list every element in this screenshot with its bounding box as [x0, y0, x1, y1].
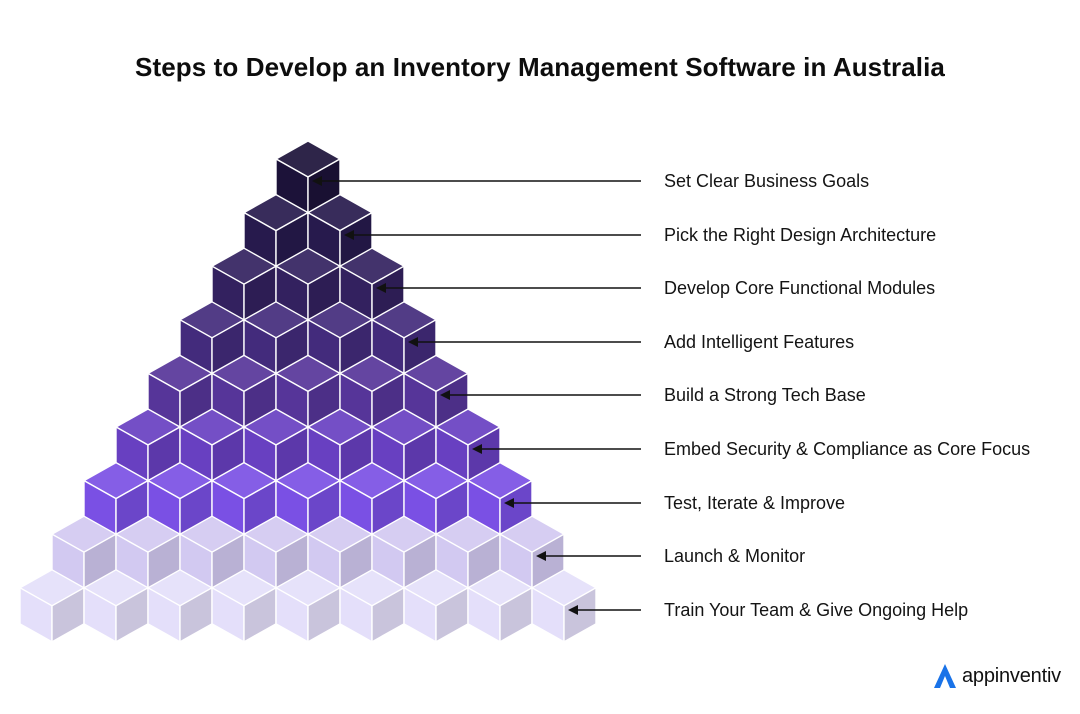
brand-logo: appinventiv — [932, 661, 1061, 691]
step-label: Train Your Team & Give Ongoing Help — [664, 600, 969, 620]
step-arrow — [408, 337, 641, 347]
pyramid-cube — [19, 569, 85, 643]
step-arrow — [472, 444, 641, 454]
pyramid-row — [211, 247, 405, 321]
arrowhead-icon — [376, 283, 386, 293]
pyramid-cube — [211, 247, 277, 321]
step-arrow — [504, 498, 641, 508]
arrowhead-icon — [312, 176, 322, 186]
step-label: Test, Iterate & Improve — [664, 493, 846, 513]
step-label: Embed Security & Compliance as Core Focu… — [664, 439, 1031, 459]
page-title: Steps to Develop an Inventory Management… — [135, 52, 945, 82]
step-label: Set Clear Business Goals — [664, 171, 870, 191]
pyramid-cube — [339, 569, 405, 643]
pyramid-cube — [51, 515, 117, 589]
step-arrow — [536, 551, 641, 561]
pyramid-cube — [371, 515, 437, 589]
step-label: Develop Core Functional Modules — [664, 278, 936, 298]
pyramid-cube — [83, 569, 149, 643]
step-label: Pick the Right Design Architecture — [664, 225, 937, 245]
step-label: Add Intelligent Features — [664, 332, 855, 352]
arrowhead-icon — [568, 605, 578, 615]
pyramid-cube — [403, 569, 469, 643]
arrowhead-icon — [440, 390, 450, 400]
arrowhead-icon — [536, 551, 546, 561]
step-label: Launch & Monitor — [664, 546, 806, 566]
pyramid-cube — [147, 569, 213, 643]
pyramid-row — [147, 354, 469, 429]
step-arrow — [568, 605, 641, 615]
arrowhead-icon — [344, 230, 354, 240]
step-arrow — [376, 283, 641, 293]
pyramid-cube — [179, 301, 245, 375]
arrowhead-icon — [408, 337, 418, 347]
arrowhead-icon — [472, 444, 482, 454]
step-arrow — [312, 176, 641, 186]
pyramid-cube — [531, 569, 597, 643]
cube-right-face — [563, 587, 597, 643]
appinventiv-logo-icon — [934, 664, 956, 688]
pyramid-cube — [467, 569, 533, 643]
pyramid-cube — [211, 569, 277, 643]
step-arrow — [344, 230, 641, 240]
pyramid-row — [19, 569, 597, 643]
arrowhead-icon — [504, 498, 514, 508]
brand-name: appinventiv — [962, 664, 1061, 687]
step-arrow — [440, 390, 641, 400]
step-label: Build a Strong Tech Base — [664, 385, 866, 405]
pyramid-cube — [243, 301, 309, 375]
